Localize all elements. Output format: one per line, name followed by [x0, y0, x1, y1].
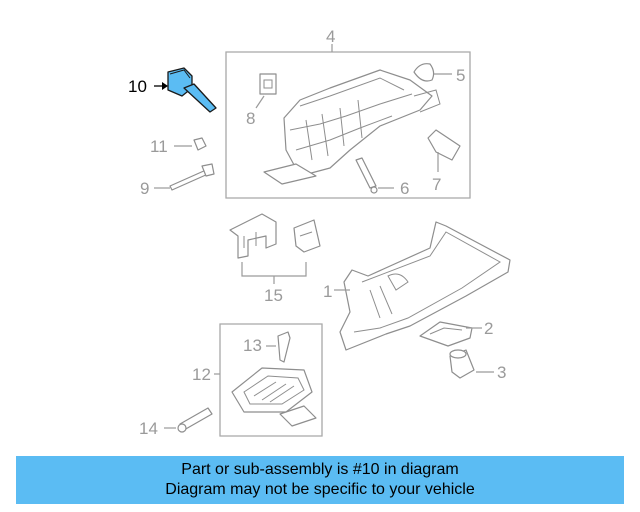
info-banner: Part or sub-assembly is #10 in diagram D…	[16, 456, 624, 504]
callout-11: 11	[150, 137, 168, 156]
callout-14: 14	[139, 419, 158, 438]
bumper-part-5	[413, 63, 452, 82]
handle-part-2	[419, 321, 482, 347]
callout-1: 1	[323, 282, 332, 301]
damper-part-7	[427, 129, 461, 172]
lower-group-box	[219, 323, 323, 437]
callout-7: 7	[432, 175, 441, 194]
parts-diagram: 4 5 8 10 11 7 6 9 15 1 2 13 3 12 14	[128, 27, 511, 438]
callout-3: 3	[497, 363, 506, 382]
lower-glovebox-part-1	[334, 221, 511, 351]
banner-line-1: Part or sub-assembly is #10 in diagram	[181, 461, 459, 478]
bumper-part-3	[449, 349, 494, 379]
upper-glovebox-part	[263, 69, 441, 185]
callout-12: 12	[192, 365, 211, 384]
callout-15: 15	[264, 286, 283, 305]
bolt-part-14	[164, 407, 213, 433]
lock-cylinder-part-10	[154, 67, 217, 113]
clip-part-8	[255, 73, 277, 109]
upper-glovebox-group-box	[225, 51, 471, 199]
bolt-part-13	[266, 331, 291, 363]
pin-part-9	[154, 163, 215, 191]
brackets-part-15	[229, 213, 321, 284]
callout-8: 8	[246, 109, 255, 128]
callout-9: 9	[140, 179, 149, 198]
callout-2: 2	[484, 319, 493, 338]
storage-tray-part-12	[231, 367, 317, 427]
callout-4: 4	[326, 27, 335, 46]
screw-part-6	[355, 157, 394, 194]
callout-5: 5	[456, 66, 465, 85]
callout-10: 10	[128, 77, 147, 96]
callout-13: 13	[243, 336, 262, 355]
callout-6: 6	[400, 179, 409, 198]
banner-line-2: Diagram may not be specific to your vehi…	[165, 481, 475, 498]
screw-part-11	[174, 137, 207, 151]
